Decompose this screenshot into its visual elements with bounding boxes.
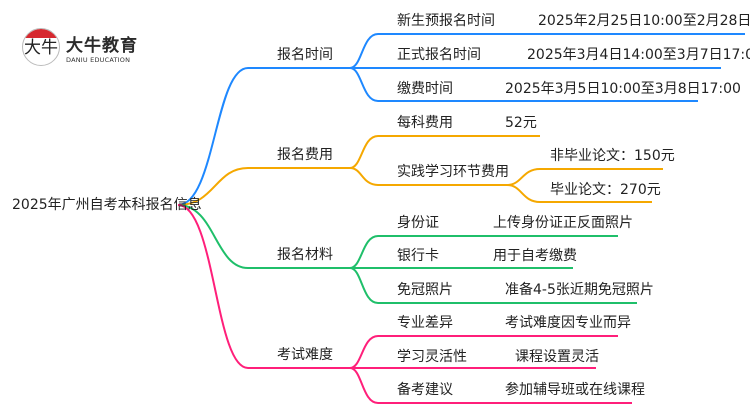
node-value: 2025年2月25日10:00至2月28日12:00: [538, 13, 750, 29]
node-value: 2025年3月5日10:00至3月8日17:00: [505, 81, 741, 97]
node-label: 学习灵活性: [397, 349, 467, 365]
node-label: 正式报名时间: [397, 47, 481, 63]
node-value: 2025年3月4日14:00至3月7日17:00: [527, 47, 750, 63]
node-label: 实践学习环节费用: [397, 164, 509, 180]
node-label: 免冠照片: [397, 282, 453, 298]
node-value: 52元: [505, 115, 537, 131]
branch-lines-fee: [177, 135, 663, 206]
node-label: 专业差异: [397, 315, 453, 331]
logo-mark: 大牛: [22, 28, 60, 66]
node-label: 备考建议: [397, 382, 453, 398]
root-node: 2025年广州自考本科报名信息: [12, 197, 202, 213]
node-label: 身份证: [397, 215, 439, 231]
branch-lines-time: [177, 33, 745, 206]
node-label: 每科费用: [397, 115, 453, 131]
logo-name: 大牛教育: [66, 35, 138, 56]
logo: 大牛 大牛教育 DANIU EDUCATION: [22, 28, 138, 66]
branch-material: 报名材料: [277, 247, 333, 263]
node-value: 毕业论文：270元: [550, 182, 661, 198]
node-label: 新生预报名时间: [397, 13, 495, 29]
node-value: 非毕业论文：150元: [550, 148, 675, 164]
branch-time: 报名时间: [277, 47, 333, 63]
node-value: 参加辅导班或在线课程: [505, 382, 645, 398]
branch-lines-difficulty: [177, 204, 632, 404]
branch-lines-material: [177, 204, 637, 304]
logo-subtitle: DANIU EDUCATION: [66, 55, 131, 64]
node-value: 上传身份证正反面照片: [493, 215, 633, 231]
branch-fee: 报名费用: [277, 147, 333, 163]
node-value: 考试难度因专业而异: [505, 315, 631, 331]
node-value: 用于自考缴费: [493, 248, 577, 264]
node-value: 准备4-5张近期免冠照片: [505, 282, 654, 298]
branch-difficulty: 考试难度: [277, 347, 333, 363]
node-value: 课程设置灵活: [515, 349, 599, 365]
node-label: 银行卡: [397, 248, 439, 264]
node-label: 缴费时间: [397, 81, 453, 97]
